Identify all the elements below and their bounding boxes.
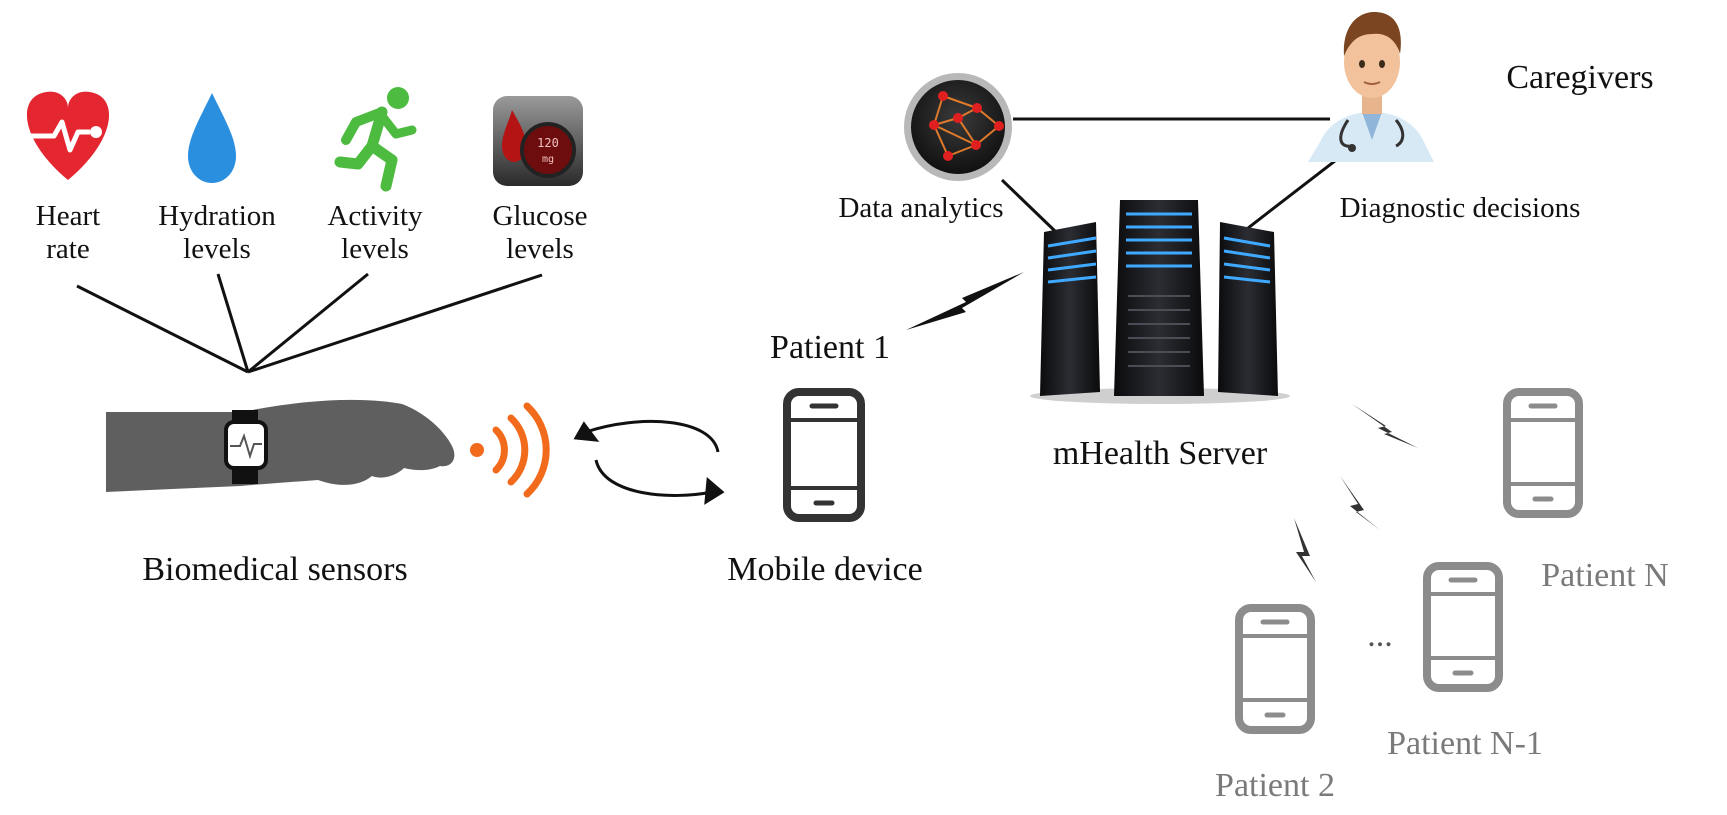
- mobile-device-label: Mobile device: [727, 551, 923, 588]
- patient-2-label: Patient 2: [1215, 767, 1335, 804]
- sensor-label-hydration: Hydration levels: [142, 200, 292, 267]
- data-analytics-icon: [904, 73, 1012, 181]
- data-analytics-label: Data analytics: [838, 192, 1004, 224]
- sensor-label-line1: Glucose: [492, 200, 588, 232]
- sync-arrows: [573, 419, 725, 505]
- mhealth-server-label: mHealth Server: [1052, 435, 1268, 472]
- running-person-icon: [334, 87, 417, 192]
- wireless-signal-icon: [470, 402, 550, 498]
- diagnostic-decisions-label: Diagnostic decisions: [1339, 192, 1581, 224]
- doctor-icon: [1308, 12, 1434, 162]
- patient-1-label: Patient 1: [770, 329, 890, 366]
- ellipsis-label: ...: [1367, 617, 1393, 654]
- water-drop-icon: [188, 93, 236, 183]
- network-connector-lines: [1000, 117, 1341, 234]
- sensor-label-line2: levels: [506, 233, 574, 266]
- sensor-connector-lines: [76, 272, 543, 374]
- mobile-device-icon: [783, 388, 865, 522]
- sensor-label-line1: Hydration: [158, 200, 276, 232]
- sensor-label-line2: levels: [183, 233, 251, 266]
- svg-text:120: 120: [537, 136, 559, 150]
- sensor-label-heart-rate: Heart rate: [18, 200, 118, 267]
- sensor-label-line2: rate: [46, 233, 90, 266]
- sensor-label-line1: Activity: [327, 200, 423, 232]
- patient-n-minus-1-label: Patient N-1: [1387, 725, 1543, 762]
- arm-with-smartwatch: [106, 399, 455, 492]
- sensor-label-activity: Activity levels: [305, 200, 445, 267]
- caregivers-label: Caregivers: [1506, 59, 1654, 96]
- patient-n-minus-1-phone-icon: [1423, 562, 1503, 692]
- glucose-meter-icon: 120 mg: [493, 96, 583, 186]
- lightning-link-patient-1: [906, 272, 1024, 330]
- sensor-label-line2: levels: [341, 233, 409, 266]
- mhealth-server-icon: [1030, 200, 1290, 404]
- sensor-label-glucose: Glucose levels: [470, 200, 610, 267]
- heart-rate-icon: [20, 91, 110, 180]
- sensor-label-line1: Heart: [35, 200, 101, 232]
- patient-n-phone-icon: [1503, 388, 1583, 518]
- svg-text:mg: mg: [542, 154, 554, 165]
- patient-2-phone-icon: [1235, 604, 1315, 734]
- lightning-link-patients: [1294, 404, 1418, 582]
- biomedical-sensors-label: Biomedical sensors: [142, 551, 408, 588]
- patient-n-label: Patient N: [1541, 557, 1669, 594]
